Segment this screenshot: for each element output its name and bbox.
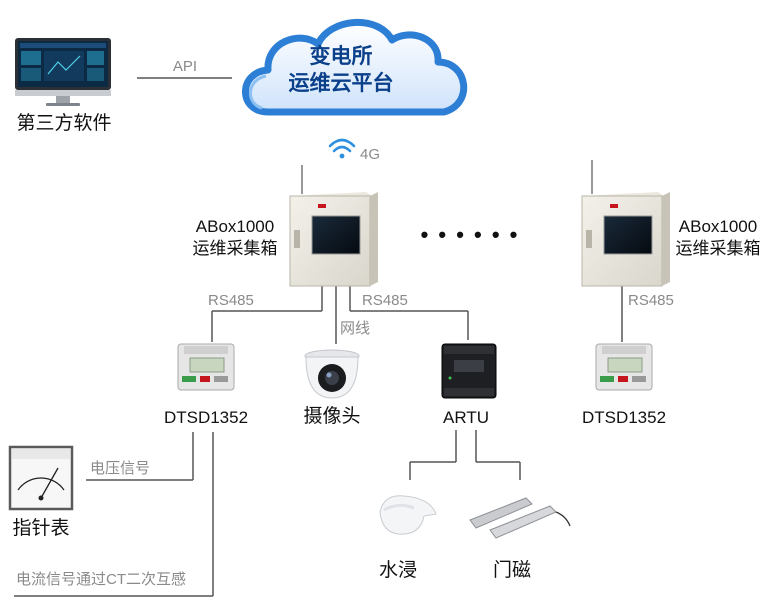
meter-left-label: DTSD1352 (163, 408, 249, 427)
network-cable-label: 网线 (340, 320, 371, 337)
dtsd1352-meter-right (595, 343, 653, 391)
third-party-monitor (15, 38, 111, 106)
dtsd1352-meter-left (177, 343, 235, 391)
gateway-right-desc: 运维采集箱 (675, 239, 761, 258)
connection-lines (14, 77, 623, 597)
cloud-platform-line1: 变电所 (309, 45, 373, 68)
camera-label: 摄像头 (303, 406, 361, 427)
water-sensor (379, 495, 437, 535)
artu-label: ARTU (443, 408, 489, 427)
api-label: API (172, 58, 198, 75)
third-party-software-label: 第三方软件 (16, 113, 112, 134)
gateway-left-label: ABox1000 运维采集箱 (193, 216, 278, 260)
rs485-label-artu: RS485 (362, 292, 408, 309)
current-signal-label: 电流信号通过CT二次互感 (16, 571, 186, 588)
abox-cabinet-right (581, 160, 670, 287)
pointer-meter (8, 445, 74, 511)
gateway-right-name: ABox1000 (678, 217, 758, 236)
cloud-platform-line2: 运维云平台 (288, 72, 394, 95)
network-4g-label: 4G (360, 146, 381, 163)
rs485-label-left: RS485 (208, 292, 254, 309)
gateway-left-name: ABox1000 (195, 217, 275, 236)
gateway-left-desc: 运维采集箱 (192, 239, 278, 258)
door-magnetic-sensor (469, 497, 571, 539)
wifi-icon (328, 138, 356, 159)
voltage-signal-label: 电压信号 (90, 460, 151, 477)
cloud-platform-label: 变电所 运维云平台 (289, 43, 394, 97)
abox-cabinet-left (289, 165, 378, 287)
gateway-right-label: ABox1000 运维采集箱 (676, 216, 761, 260)
more-gateways-ellipsis: • • • • • • (420, 222, 520, 247)
door-sensor-label: 门磁 (492, 560, 532, 581)
rs485-label-right: RS485 (628, 292, 674, 309)
artu-module (441, 343, 497, 399)
water-sensor-label: 水浸 (378, 560, 418, 581)
pointer-meter-label: 指针表 (12, 518, 70, 539)
cloud-platform-icon (242, 18, 468, 116)
meter-right-label: DTSD1352 (581, 408, 667, 427)
dome-camera (304, 349, 360, 399)
